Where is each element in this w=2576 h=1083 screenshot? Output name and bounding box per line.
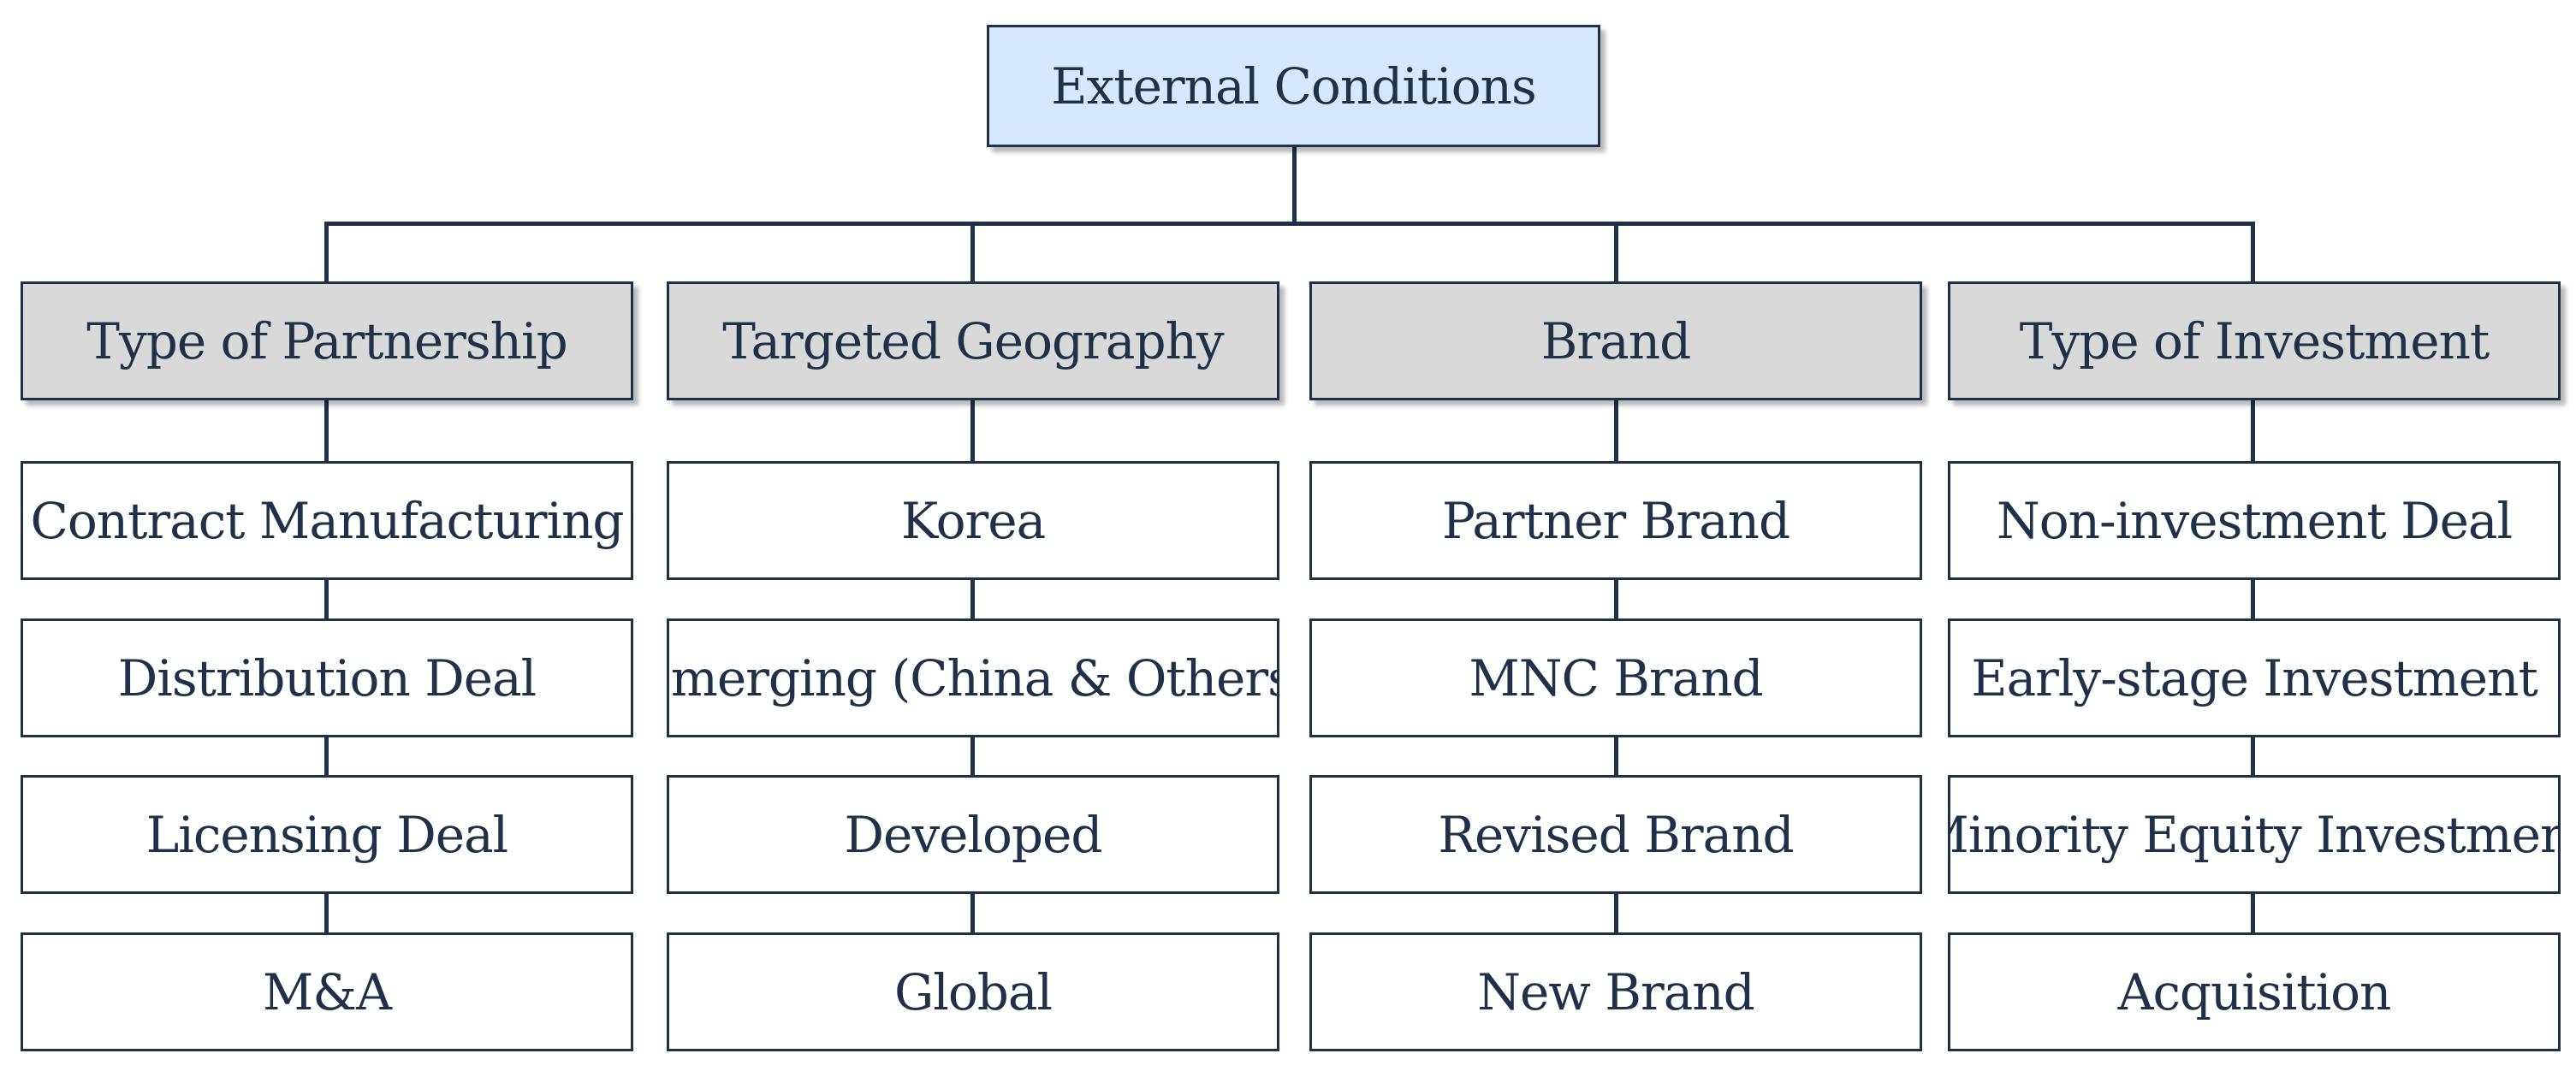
connector-category-2-drop (970, 222, 975, 281)
leaf-node-label: Non-investment Deal (1996, 491, 2513, 550)
leaf-node-mnc-brand: MNC Brand (1309, 618, 1922, 737)
connector-horizontal-bar (324, 222, 2255, 226)
leaf-node-label: Revised Brand (1438, 805, 1794, 864)
leaf-node-non-investment-deal: Non-investment Deal (1948, 461, 2561, 580)
leaf-node-minority-equity-investment: Minority Equity Investment (1948, 775, 2561, 894)
leaf-node-new-brand: New Brand (1309, 932, 1922, 1051)
category-node-targeted-geography: Targeted Geography (667, 281, 1279, 400)
leaf-node-contract-manufacturing: Contract Manufacturing (21, 461, 633, 580)
root-node: External Conditions (987, 25, 1600, 147)
connector-root-stem (1292, 147, 1297, 226)
leaf-node-emerging: Emerging (China & Others) (667, 618, 1279, 737)
connector-category-3-drop (1614, 222, 1618, 281)
leaf-node-label: Global (893, 962, 1053, 1021)
leaf-node-m-and-a: M&A (21, 932, 633, 1051)
leaf-node-label: Minority Equity Investment (1948, 805, 2561, 864)
leaf-node-label: Distribution Deal (117, 648, 537, 707)
root-node-label: External Conditions (1051, 56, 1537, 115)
leaf-node-korea: Korea (667, 461, 1279, 580)
leaf-node-label: Emerging (China & Others) (667, 648, 1279, 707)
leaf-node-label: Licensing Deal (145, 805, 508, 864)
connector-category-1-drop (324, 222, 329, 281)
category-node-label: Type of Partnership (86, 311, 567, 370)
leaf-node-distribution-deal: Distribution Deal (21, 618, 633, 737)
leaf-node-label: MNC Brand (1469, 648, 1763, 707)
leaf-node-label: Korea (900, 491, 1046, 550)
leaf-node-global: Global (667, 932, 1279, 1051)
leaf-node-early-stage-investment: Early-stage Investment (1948, 618, 2561, 737)
category-node-label: Brand (1540, 311, 1691, 370)
category-node-label: Targeted Geography (722, 311, 1224, 370)
leaf-node-developed: Developed (667, 775, 1279, 894)
leaf-node-label: Early-stage Investment (1971, 648, 2538, 707)
leaf-node-licensing-deal: Licensing Deal (21, 775, 633, 894)
leaf-node-label: Developed (844, 805, 1103, 864)
leaf-node-partner-brand: Partner Brand (1309, 461, 1922, 580)
category-node-label: Type of Investment (2019, 311, 2490, 370)
leaf-node-acquisition: Acquisition (1948, 932, 2561, 1051)
leaf-node-label: Partner Brand (1441, 491, 1790, 550)
category-node-type-of-partnership: Type of Partnership (21, 281, 633, 400)
category-node-brand: Brand (1309, 281, 1922, 400)
leaf-node-label: New Brand (1477, 962, 1755, 1021)
category-node-type-of-investment: Type of Investment (1948, 281, 2561, 400)
leaf-node-revised-brand: Revised Brand (1309, 775, 1922, 894)
leaf-node-label: M&A (263, 962, 392, 1021)
connector-category-4-drop (2251, 222, 2255, 281)
leaf-node-label: Acquisition (2117, 962, 2392, 1021)
leaf-node-label: Contract Manufacturing (30, 491, 624, 550)
